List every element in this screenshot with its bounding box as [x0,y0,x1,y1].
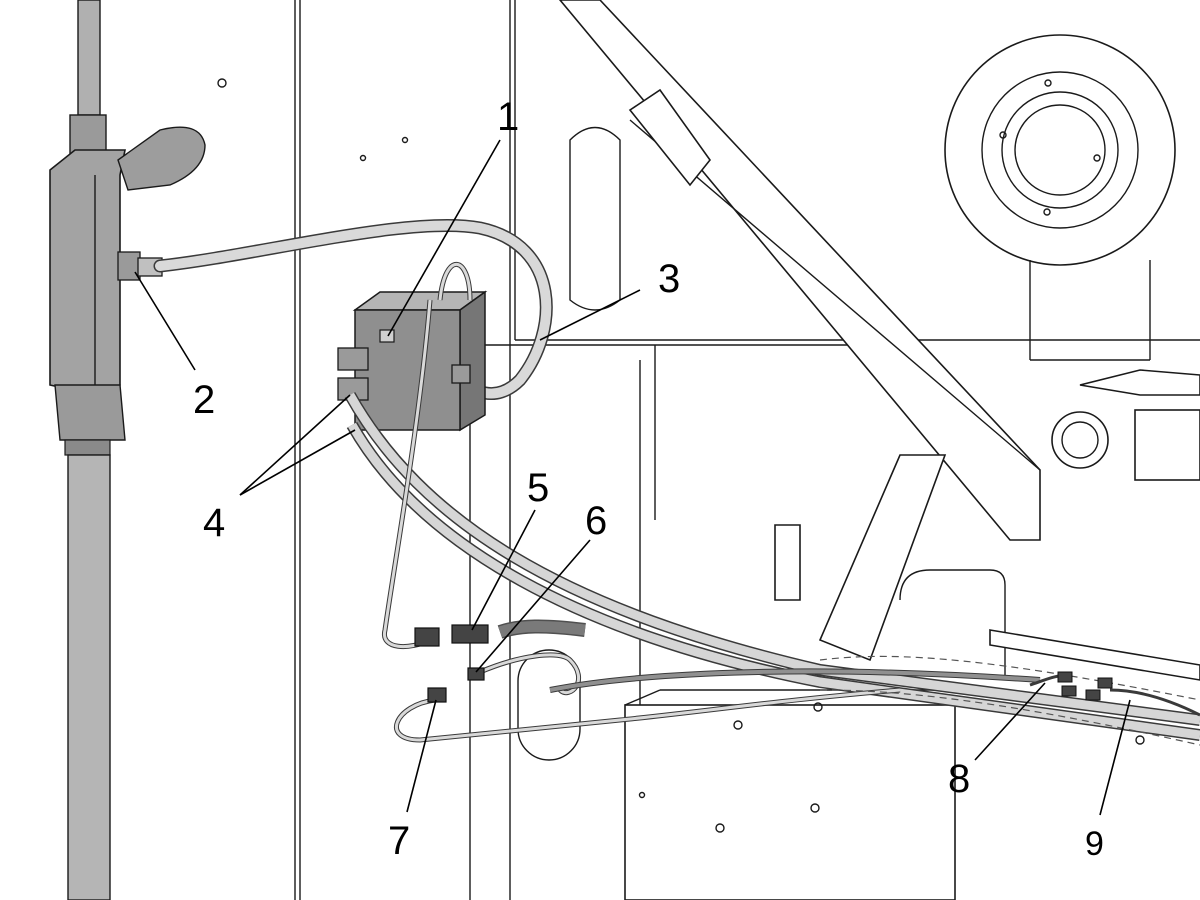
callout-7: 7 [388,819,410,863]
leader-8 [974,682,1046,761]
leader-4a [239,394,351,496]
pressure-switch-block [337,262,488,432]
connectors [414,624,1113,703]
callout-2: 2 [193,378,215,422]
machine-frame [217,0,1200,900]
hose-pair [344,392,1200,741]
leader-3 [539,289,641,341]
wire-harness [382,299,1200,746]
leader-7 [406,699,437,813]
leader-5 [471,509,536,631]
callout-9: 9 [1085,825,1104,863]
callout-labels: 1 2 3 4 5 6 7 8 9 [193,95,1104,863]
leader-2 [134,271,196,371]
callout-8: 8 [948,757,970,801]
callout-5: 5 [527,466,549,510]
leader-4b [239,429,356,496]
vertical-supply-pipe [49,0,206,900]
callout-6: 6 [585,499,607,543]
leader-6 [475,539,591,673]
air-hose [153,218,553,400]
leader-1 [387,139,501,337]
leader-lines [134,139,1131,816]
callout-4: 4 [203,501,225,545]
callout-3: 3 [658,257,680,301]
leader-9 [1099,699,1131,816]
callout-1: 1 [497,95,519,139]
